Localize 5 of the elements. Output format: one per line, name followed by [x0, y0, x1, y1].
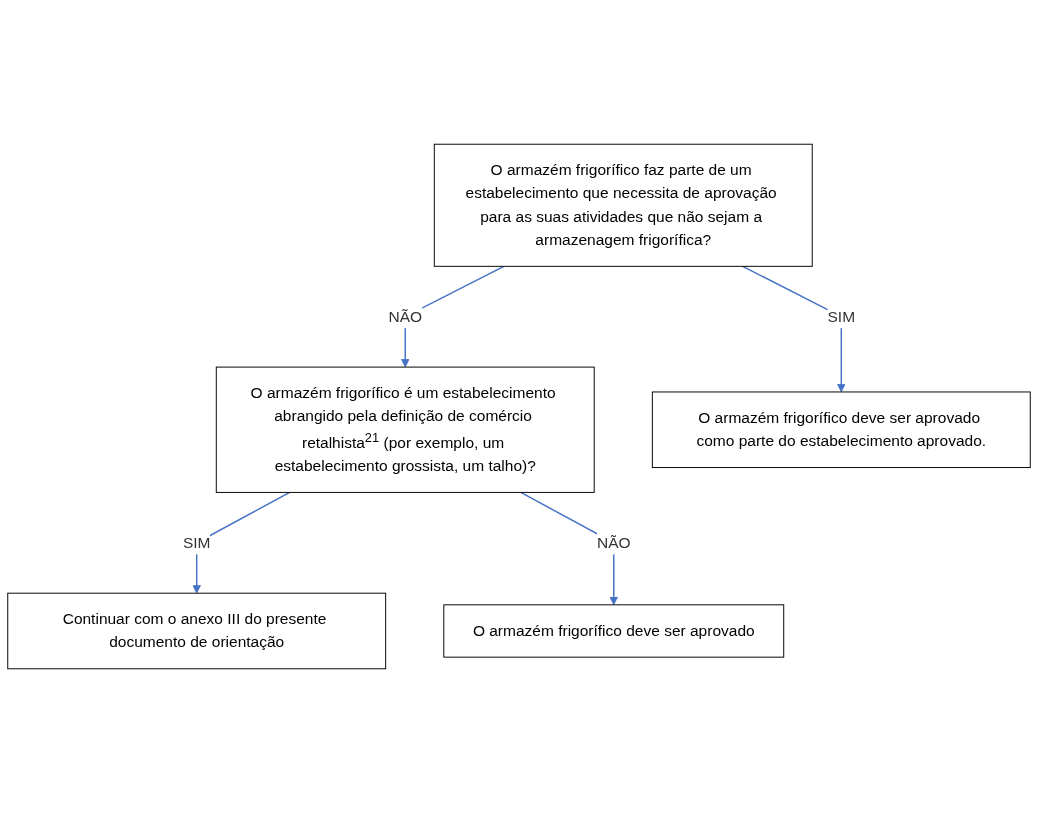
process-box: O armazém frigorífico faz parte de um estabelecimento que necessita de aprovação para as suas atividades que não sejam a armazenagem frigorífica?: [433, 143, 813, 267]
process-box: O armazém frigorífico é um estabelecimento abrangido pela definição de comércio retalhista$^{21}$ (por exemplo, um estabelecimento grossista, um talho)?: [215, 366, 595, 493]
process-box: O armazém frigorífico deve ser aprovado como parte do estabelecimento aprovado.: [651, 391, 1031, 469]
process-box: O armazém frigorífico deve ser aprovado: [443, 604, 785, 658]
process-box: Continuar com o anexo III do presente documento de orientação: [7, 592, 387, 670]
